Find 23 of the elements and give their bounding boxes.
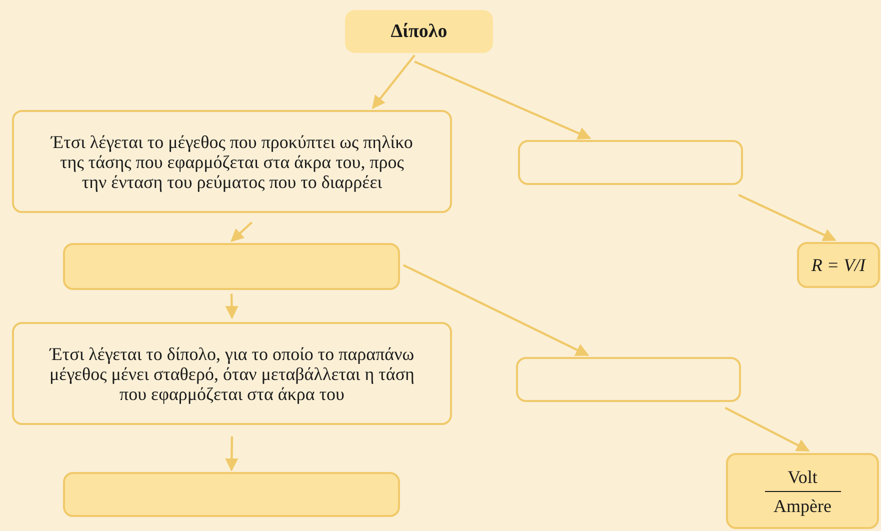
definition-box xyxy=(12,322,452,425)
node-text: Δίπολο xyxy=(390,22,448,42)
node-text: Έτσι λέγεται το δίπολο, για το οποίο το παραπάνω μέγεθος μένει σταθερό, όταν μεταβάλλεται η τάση που εφαρμόζεται στα άκρα του xyxy=(48,344,416,404)
title-box xyxy=(345,10,493,53)
fraction-denominator: Ampère xyxy=(772,494,832,518)
arrow xyxy=(402,264,590,356)
node-text: Έτσι λέγεται το μέγεθος που προκύπτει ως πηλίκο της τάσης που εφαρμόζεται στα άκρα του, προς την ένταση του ρεύματος που το διαρρέει xyxy=(50,132,414,192)
arrow xyxy=(724,406,810,452)
arrow xyxy=(414,60,592,140)
arrow xyxy=(738,194,836,242)
node-text: R = V/I xyxy=(810,255,868,275)
blank-box xyxy=(518,140,743,185)
arrow xyxy=(225,294,238,320)
blank-box xyxy=(516,357,741,402)
fraction-numerator: Volt xyxy=(764,462,840,492)
definition-box xyxy=(12,110,452,213)
blank-box xyxy=(63,243,400,290)
formula-box xyxy=(797,242,880,288)
blank-box xyxy=(63,472,400,517)
arrow xyxy=(372,54,416,109)
unit-box xyxy=(726,453,879,529)
arrow xyxy=(225,436,238,472)
arrow xyxy=(230,221,253,242)
